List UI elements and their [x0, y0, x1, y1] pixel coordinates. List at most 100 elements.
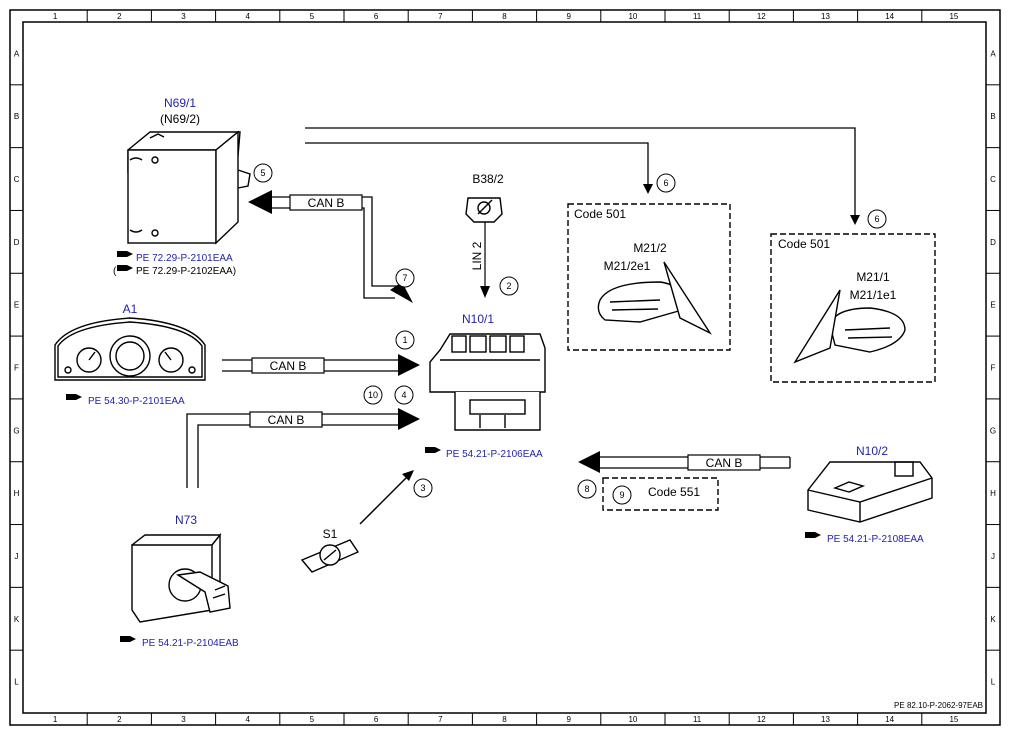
reference-icon — [425, 447, 441, 453]
callout-5: 5 — [253, 163, 273, 183]
s1-switch — [300, 539, 360, 573]
a1-instrument-cluster — [54, 317, 206, 381]
n10-1-sam-module — [429, 333, 546, 431]
svg-text:6: 6 — [874, 214, 879, 224]
callout-9: 9 — [612, 485, 632, 505]
n10-1-label: N10/1 — [462, 312, 494, 326]
lin-arrowhead — [480, 286, 490, 298]
grid-col-top: 10 — [628, 12, 637, 21]
grid-col-top: 7 — [438, 12, 443, 21]
n10-2-ref[interactable]: PE 54.21-P-2108EAA — [827, 534, 924, 545]
can-a1-tag — [251, 357, 325, 374]
grid-row-right: L — [991, 678, 996, 687]
grid-row-left: D — [14, 238, 20, 247]
n69-label: N69/1 — [164, 96, 196, 110]
grid-col-top: 5 — [310, 12, 315, 21]
grid-ticks — [10, 10, 1000, 725]
doc-code: PE 82.10-P-2062-97EAB — [894, 701, 983, 710]
grid-col-bottom: 10 — [628, 715, 637, 724]
n10-2-module — [807, 461, 933, 523]
left-mirror — [597, 261, 712, 335]
b38-label: B38/2 — [472, 172, 504, 186]
reference-icon — [117, 265, 133, 271]
grid-col-bottom: 2 — [117, 715, 122, 724]
grid-row-right: H — [990, 489, 996, 498]
svg-text:4: 4 — [401, 390, 406, 400]
callout-6a: 6 — [656, 173, 676, 193]
svg-text:10: 10 — [368, 390, 378, 400]
mirror-right-code: Code 501 — [778, 237, 830, 251]
grid-col-top: 1 — [53, 12, 58, 21]
n69-ref1[interactable]: PE 72.29-P-2101EAA — [136, 253, 233, 264]
can-n73-label: CAN B — [268, 413, 305, 427]
grid-col-top: 12 — [757, 12, 766, 21]
reference-icon — [120, 636, 136, 642]
grid-row-right: F — [991, 364, 996, 373]
grid-row-right: G — [990, 426, 996, 435]
svg-text:9: 9 — [619, 490, 624, 500]
grid-col-top: 15 — [949, 12, 958, 21]
s1-arrowhead — [402, 470, 414, 481]
grid-row-left: H — [14, 489, 20, 498]
grid-row-left: F — [14, 364, 19, 373]
right-mirror — [793, 289, 906, 364]
mirror-right-name1: M21/1 — [856, 270, 890, 284]
svg-text:6: 6 — [663, 178, 668, 188]
n73-ref[interactable]: PE 54.21-P-2104EAB — [142, 638, 239, 649]
a1-label: A1 — [123, 302, 138, 316]
grid-col-top: 6 — [374, 12, 379, 21]
callout-2: 2 — [499, 276, 519, 296]
grid-row-left: B — [14, 112, 19, 121]
grid-col-bottom: 6 — [374, 715, 379, 724]
a1-ref[interactable]: PE 54.30-P-2101EAA — [88, 396, 185, 407]
n69-ref2[interactable]: PE 72.29-P-2102EAA) — [136, 266, 236, 277]
grid-col-bottom: 11 — [693, 715, 702, 724]
grid-col-top: 8 — [502, 12, 507, 21]
grid-col-top: 2 — [117, 12, 122, 21]
inner-frame — [22, 21, 987, 714]
grid-col-top: 9 — [566, 12, 571, 21]
n10-2-label: N10/2 — [856, 444, 888, 458]
n10-1-ref[interactable]: PE 54.21-P-2106EAA — [446, 449, 543, 460]
mirror-right-box — [770, 233, 936, 383]
grid-col-bottom: 4 — [245, 715, 250, 724]
grid-row-right: C — [990, 175, 996, 184]
grid-col-bottom: 3 — [181, 715, 186, 724]
grid-col-bottom: 1 — [53, 715, 58, 724]
grid-col-bottom: 5 — [310, 715, 315, 724]
svg-text:2: 2 — [506, 281, 511, 291]
callout-8: 8 — [577, 479, 597, 499]
can-a1-label: CAN B — [270, 359, 307, 373]
grid-col-bottom: 14 — [885, 715, 894, 724]
grid-col-top: 14 — [885, 12, 894, 21]
grid-row-left: E — [14, 301, 19, 310]
grid-row-left: L — [14, 678, 19, 687]
can-n73-line — [186, 413, 400, 488]
callout-1: 1 — [395, 330, 415, 350]
n69-ref2-open: ( — [113, 266, 117, 277]
can-n10-2-arrowhead — [578, 451, 600, 473]
can-n69-arrowhead-right — [390, 282, 413, 303]
grid-row-right: A — [990, 49, 996, 58]
svg-text:8: 8 — [584, 484, 589, 494]
reference-icon — [66, 394, 82, 400]
can-n69-tag — [289, 194, 363, 211]
svg-text:5: 5 — [260, 168, 265, 178]
svg-text:3: 3 — [420, 483, 425, 493]
grid-row-right: D — [990, 238, 996, 247]
code551-box — [602, 477, 719, 511]
can-n73-arrowhead — [398, 408, 420, 430]
grid-col-bottom: 8 — [502, 715, 507, 724]
callout-7: 7 — [395, 268, 415, 288]
grid-col-top: 3 — [181, 12, 186, 21]
lin-label: LIN 2 — [470, 241, 484, 270]
outer-frame — [9, 9, 1001, 726]
callout-10: 10 — [363, 385, 383, 405]
s1-label: S1 — [323, 527, 338, 541]
mirror-left-code: Code 501 — [574, 207, 626, 221]
can-a1-arrowhead — [398, 354, 420, 376]
code551-label: Code 551 — [648, 485, 700, 499]
grid-row-left: K — [14, 615, 20, 624]
callout-6b: 6 — [867, 209, 887, 229]
